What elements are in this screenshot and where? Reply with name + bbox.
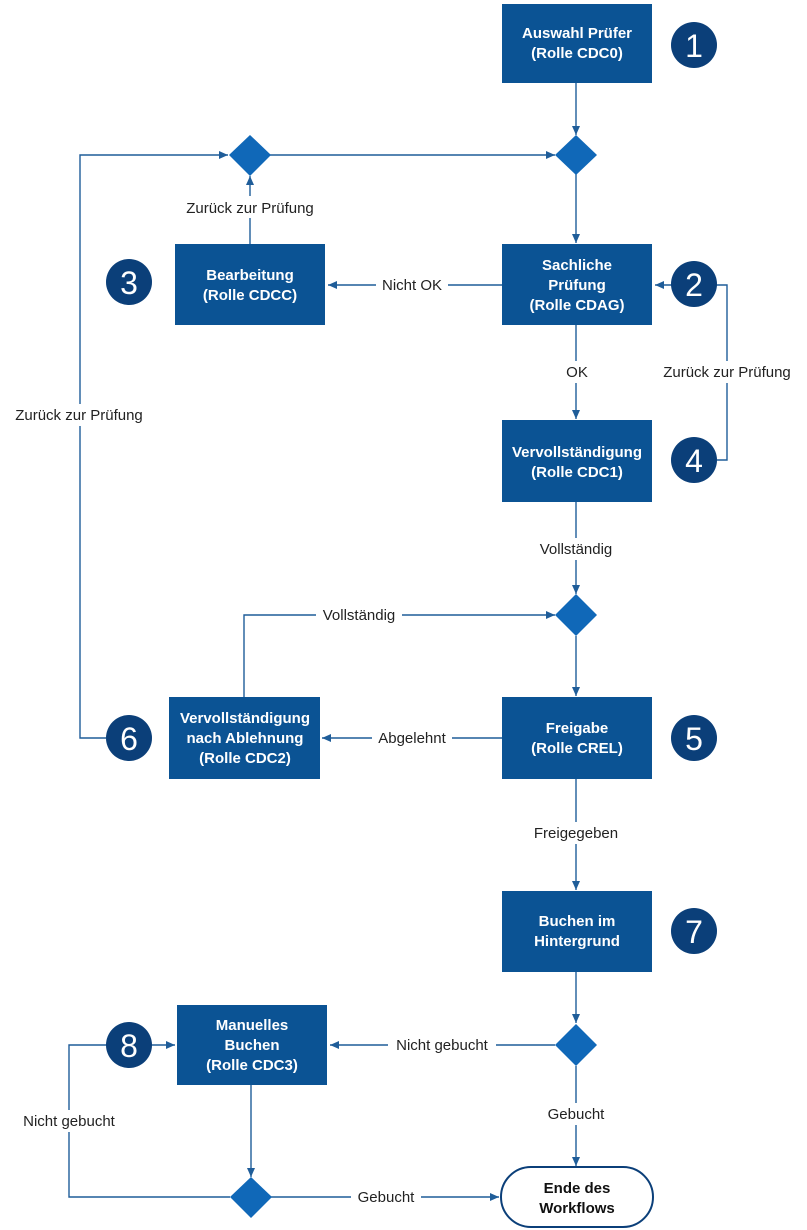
- step-badge-3-number: 3: [120, 265, 138, 301]
- step-badge-4: [671, 437, 717, 483]
- step-badge-4-number: 4: [685, 443, 703, 479]
- label-vollstaendig-loop: Vollständig: [323, 607, 396, 624]
- box-buchen-hintergrund: [502, 891, 652, 972]
- connector-b6-to-d2: [243, 611, 555, 697]
- step-badge-7-number: 7: [685, 914, 703, 950]
- box-buchen-hintergrund-line-2: Hintergrund: [534, 933, 620, 950]
- decision-diamond-2: [555, 594, 597, 636]
- box-sachliche-pruefung-line-3: (Rolle CDAG): [530, 297, 625, 314]
- box-vervollstaendigung: [502, 420, 652, 502]
- decision-diamond-3: [555, 1024, 597, 1066]
- label-nicht-gebucht-left: Nicht gebucht: [23, 1113, 116, 1130]
- label-vollstaendig-down: Vollständig: [540, 541, 613, 558]
- box-buchen-hintergrund-line-1: Buchen im: [539, 913, 616, 930]
- box-vervollstaendigung-line-2: (Rolle CDC1): [531, 464, 623, 481]
- label-freigegeben: Freigegeben: [534, 825, 618, 842]
- step-badge-6: [106, 715, 152, 761]
- label-gebucht-bottom: Gebucht: [358, 1189, 416, 1206]
- label-abgelehnt: Abgelehnt: [378, 730, 446, 747]
- box-freigabe-line-1: Freigabe: [546, 720, 609, 737]
- box-freigabe: [502, 697, 652, 779]
- box-sachliche-pruefung-line-2: Prüfung: [548, 277, 606, 294]
- label-nicht-ok: Nicht OK: [382, 277, 442, 294]
- step-badge-1-number: 1: [685, 28, 703, 64]
- label-gebucht-down: Gebucht: [548, 1106, 606, 1123]
- step-badge-7: [671, 908, 717, 954]
- decision-diamond-0: [229, 135, 271, 176]
- box-sachliche-pruefung-line-1: Sachliche: [542, 257, 612, 274]
- label-nicht-gebucht-right: Nicht gebucht: [396, 1037, 489, 1054]
- label-zurueck-zur-pruefung-top: Zurück zur Prüfung: [186, 200, 314, 217]
- label-ok: OK: [566, 364, 588, 381]
- step-badge-3: [106, 259, 152, 305]
- box-manuelles-buchen-line-2: Buchen: [224, 1037, 279, 1054]
- label-zurueck-zur-pruefung-left: Zurück zur Prüfung: [15, 407, 143, 424]
- edge-labels: Zurück zur Prüfung Nicht OK OK Zurück zu…: [6, 196, 800, 1208]
- connector-b6-back-to-d0: [79, 151, 228, 739]
- end-terminal: [500, 1166, 654, 1228]
- step-badge-5: [671, 715, 717, 761]
- decision-diamond-1: [555, 135, 597, 175]
- box-auswahl-pruefer-line-2: (Rolle CDC0): [531, 45, 623, 62]
- box-bearbeitung: [175, 244, 325, 325]
- decision-diamonds: [229, 135, 597, 1218]
- end-terminal-line-1: Ende des: [544, 1180, 611, 1197]
- step-badge-5-number: 5: [685, 721, 703, 757]
- decision-diamond-4: [230, 1177, 272, 1218]
- box-auswahl-pruefer: [502, 4, 652, 83]
- box-manuelles-buchen: [177, 1005, 327, 1085]
- step-badges: 1 2 3 4 5 6 7 8: [106, 22, 717, 1068]
- box-vervollstaendigung-ablehnung-line-2: nach Ablehnung: [187, 730, 304, 747]
- box-auswahl-pruefer-line-1: Auswahl Prüfer: [522, 25, 632, 42]
- step-badge-8: [106, 1022, 152, 1068]
- step-badge-8-number: 8: [120, 1028, 138, 1064]
- box-manuelles-buchen-line-3: (Rolle CDC3): [206, 1057, 298, 1074]
- box-vervollstaendigung-ablehnung: [169, 697, 320, 779]
- box-vervollstaendigung-line-1: Vervollständigung: [512, 444, 642, 461]
- step-badge-6-number: 6: [120, 721, 138, 757]
- box-vervollstaendigung-ablehnung-line-3: (Rolle CDC2): [199, 750, 291, 767]
- box-bearbeitung-line-1: Bearbeitung: [206, 267, 294, 284]
- box-manuelles-buchen-line-1: Manuelles: [216, 1017, 289, 1034]
- box-freigabe-line-2: (Rolle CREL): [531, 740, 623, 757]
- label-zurueck-zur-pruefung-right: Zurück zur Prüfung: [663, 364, 791, 381]
- step-badge-2-number: 2: [685, 267, 703, 303]
- end-terminal-line-2: Workflows: [539, 1200, 615, 1217]
- box-bearbeitung-line-2: (Rolle CDCC): [203, 287, 297, 304]
- box-sachliche-pruefung: [502, 244, 652, 325]
- step-badge-1: [671, 22, 717, 68]
- process-boxes: Auswahl Prüfer (Rolle CDC0) Sachliche Pr…: [169, 4, 654, 1228]
- step-badge-2: [671, 261, 717, 307]
- box-vervollstaendigung-ablehnung-line-1: Vervollständigung: [180, 710, 310, 727]
